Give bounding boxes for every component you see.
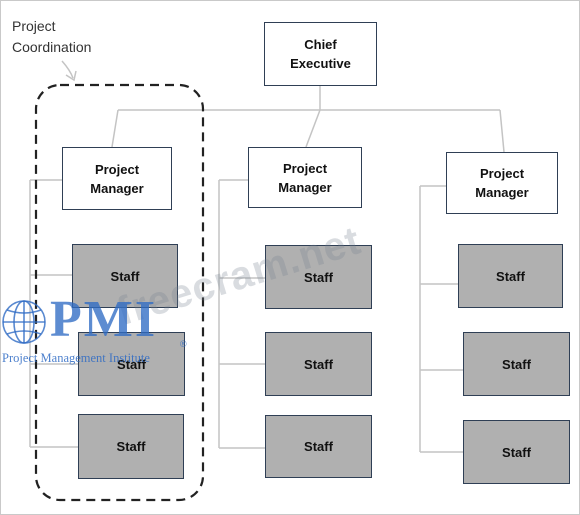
registered-mark: ® <box>180 339 187 349</box>
staff-box-col3-2: Staff <box>463 332 570 396</box>
staff-label: Staff <box>496 268 525 284</box>
staff-label: Staff <box>117 356 146 372</box>
connector-to-manager-2 <box>305 109 321 148</box>
project-manager-label-1: Project Manager <box>90 161 144 196</box>
staff-box-col3-3: Staff <box>463 420 570 484</box>
staff-box-col1-2: Staff <box>78 332 185 396</box>
coordination-dashed-boundary <box>34 83 205 502</box>
staff-box-col2-3: Staff <box>265 415 372 478</box>
project-coordination-label: Project Coordination <box>12 18 92 55</box>
staff-box-col2-1: Staff <box>265 245 372 309</box>
project-manager-box-1: Project Manager <box>62 147 172 210</box>
staff-box-col2-2: Staff <box>265 332 372 396</box>
pmi-globe-logo <box>2 300 46 344</box>
project-manager-box-3: Project Manager <box>446 152 558 214</box>
project-manager-label-3: Project Manager <box>475 166 529 200</box>
staff-label: Staff <box>110 268 140 284</box>
staff-label: Staff <box>304 269 333 285</box>
annotation-arrowhead <box>65 70 77 82</box>
chief-executive-box: Chief Executive <box>264 22 377 86</box>
connector-to-manager-1 <box>111 109 119 148</box>
pmi-logo-letters: PMI <box>50 291 158 348</box>
pmi-logo-caption: Project Management Institute <box>2 351 150 365</box>
staff-label: Staff <box>502 444 531 460</box>
connector-to-manager-3 <box>499 109 505 153</box>
chief-executive-label: Chief Executive <box>290 37 351 71</box>
project-manager-label-2: Project Manager <box>278 160 332 195</box>
staff-label: Staff <box>116 439 146 454</box>
annotation-arrow <box>61 60 74 79</box>
staff-label: Staff <box>304 356 333 372</box>
staff-box-col1-3: Staff <box>78 414 184 479</box>
project-manager-box-2: Project Manager <box>248 147 362 208</box>
staff-label: Staff <box>502 356 531 372</box>
staff-box-col1-1: Staff <box>72 244 178 308</box>
staff-label: Staff <box>304 439 333 454</box>
staff-box-col3-1: Staff <box>458 244 563 308</box>
